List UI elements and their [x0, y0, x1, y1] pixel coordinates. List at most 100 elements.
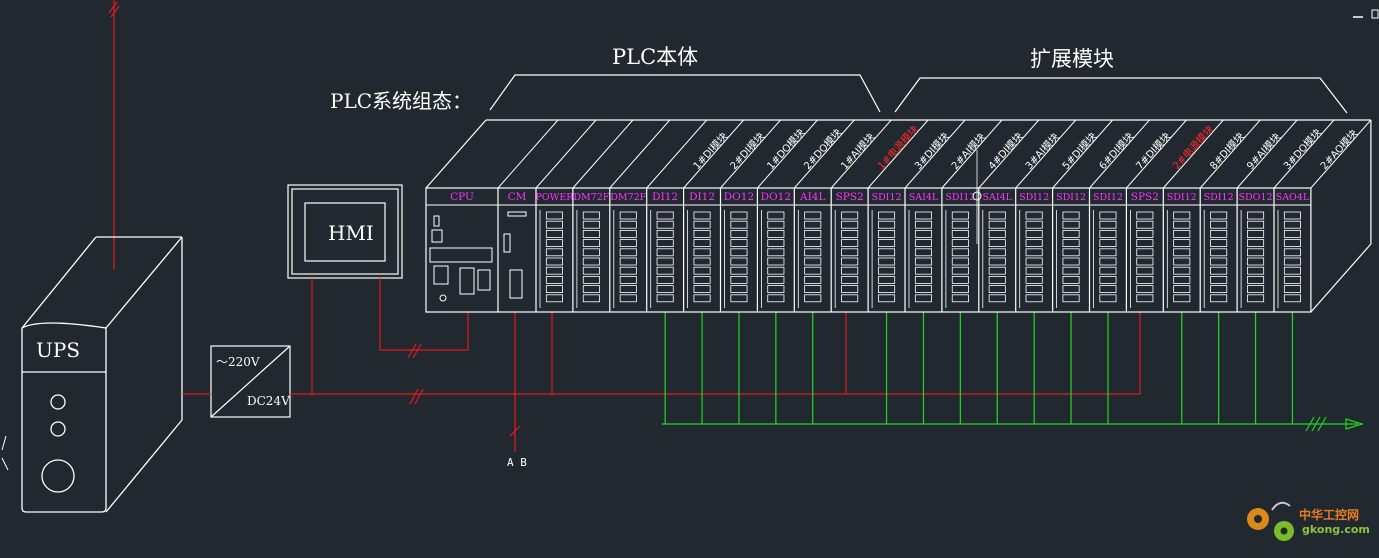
- module-terminal: [1210, 229, 1228, 238]
- module-terminal: [656, 211, 674, 220]
- module-terminal: [1210, 220, 1228, 229]
- module-terminal: [1247, 257, 1265, 266]
- module-terminal: [1099, 211, 1117, 220]
- module-terminal: [951, 239, 969, 248]
- module-terminal: [730, 239, 748, 248]
- cm-db-port: [509, 269, 523, 299]
- module-terminal: [693, 220, 711, 229]
- module-terminal: [1025, 294, 1043, 303]
- module-terminal: [582, 239, 600, 248]
- module-terminal: [1283, 239, 1301, 248]
- module-terminal: [730, 211, 748, 220]
- module-terminal: [988, 239, 1006, 248]
- module-terminal: [1283, 257, 1301, 266]
- module-terminal: [988, 211, 1006, 220]
- module-top-edge: [1310, 119, 1372, 189]
- module-label: SDI12: [945, 192, 975, 203]
- cpu-port: [459, 267, 475, 295]
- ups-left-mark: [1, 435, 9, 471]
- module-terminal: [545, 229, 563, 238]
- module-terminal: [841, 248, 859, 257]
- module-terminal: [730, 220, 748, 229]
- module-terminal: [914, 220, 932, 229]
- module-terminal: [841, 275, 859, 284]
- module-terminal: [914, 266, 932, 275]
- module-label: SAO4L: [1276, 192, 1310, 203]
- module-terminal: [730, 275, 748, 284]
- module-label: DO12: [724, 191, 754, 203]
- corner-mark-box: [1371, 9, 1379, 19]
- module-label: SDI12: [1093, 192, 1123, 203]
- cpu-io-strip: [429, 247, 493, 263]
- module-terminal: [1173, 294, 1191, 303]
- module-top-edge: [1052, 119, 1113, 189]
- rack-top-left-edge: [425, 119, 487, 189]
- module-terminal: [693, 229, 711, 238]
- module-label: SDI12: [1167, 192, 1197, 203]
- module-terminal: [693, 294, 711, 303]
- module-terminal: [545, 275, 563, 284]
- module-terminal: [1062, 248, 1080, 257]
- module-terminal: [693, 248, 711, 257]
- module-terminal: [1173, 229, 1191, 238]
- module-terminal: [730, 229, 748, 238]
- module-terminal: [1247, 211, 1265, 220]
- module-terminal: [951, 211, 969, 220]
- top-feed-tick: [108, 1, 118, 14]
- module-top-description: 3#DO模块: [1281, 127, 1324, 172]
- module-top-description: 7#DI模块: [1134, 130, 1173, 172]
- module-terminal: [1247, 239, 1265, 248]
- module-terminal: [767, 294, 785, 303]
- module-terminal: [878, 294, 896, 303]
- module-terminal: [804, 220, 822, 229]
- module-terminal: [988, 220, 1006, 229]
- module-top-edge: [683, 119, 744, 189]
- module-top-description: 1#DI模块: [691, 130, 730, 172]
- cpu-switch: [433, 265, 449, 285]
- module-terminal: [1210, 211, 1228, 220]
- hmi-label: HMI: [328, 221, 374, 245]
- power-supply-box: [210, 345, 291, 418]
- module-terminal: [1025, 266, 1043, 275]
- expansion-bracket: [894, 77, 1348, 114]
- module-terminal: [1173, 266, 1191, 275]
- module-terminal: [545, 239, 563, 248]
- module-top-edge: [1162, 119, 1224, 189]
- module-top-edge: [535, 119, 597, 189]
- cpu-reset: [439, 294, 447, 302]
- module-terminal: [1283, 229, 1301, 238]
- module-terminal: [878, 266, 896, 275]
- module-terminal: [914, 239, 932, 248]
- module-top-description: 9#AI模块: [1244, 131, 1283, 172]
- module-terminal: [804, 257, 822, 266]
- module-terminal: [1210, 294, 1228, 303]
- module-terminal: [1283, 211, 1301, 220]
- module-terminal: [1283, 285, 1301, 294]
- module-top-edge: [867, 119, 929, 189]
- module-terminal: [767, 257, 785, 266]
- io-wiring: [662, 312, 1365, 432]
- module-terminal: [1136, 285, 1154, 294]
- module-terminal: [1025, 229, 1043, 238]
- top-feed-tick-2: [110, 5, 120, 18]
- module-terminal: [841, 229, 859, 238]
- module-top-description: 6#DI模块: [1097, 130, 1136, 172]
- module-terminal: [582, 248, 600, 257]
- module-terminal: [582, 294, 600, 303]
- module-terminal: [619, 220, 637, 229]
- module-terminal: [951, 220, 969, 229]
- module-terminal: [1283, 220, 1301, 229]
- module-terminal: [582, 211, 600, 220]
- module-terminal: [730, 285, 748, 294]
- module-terminal: [878, 248, 896, 257]
- module-top-edge: [1199, 119, 1261, 189]
- module-terminal: [1025, 275, 1043, 284]
- watermark-cn: 中华工控网: [1299, 507, 1359, 522]
- module-terminal: [656, 257, 674, 266]
- gkong-logo: [1247, 501, 1294, 541]
- module-terminal: [1283, 275, 1301, 284]
- module-terminal: [878, 285, 896, 294]
- cm-indicator: [507, 211, 527, 217]
- module-terminal: [545, 294, 563, 303]
